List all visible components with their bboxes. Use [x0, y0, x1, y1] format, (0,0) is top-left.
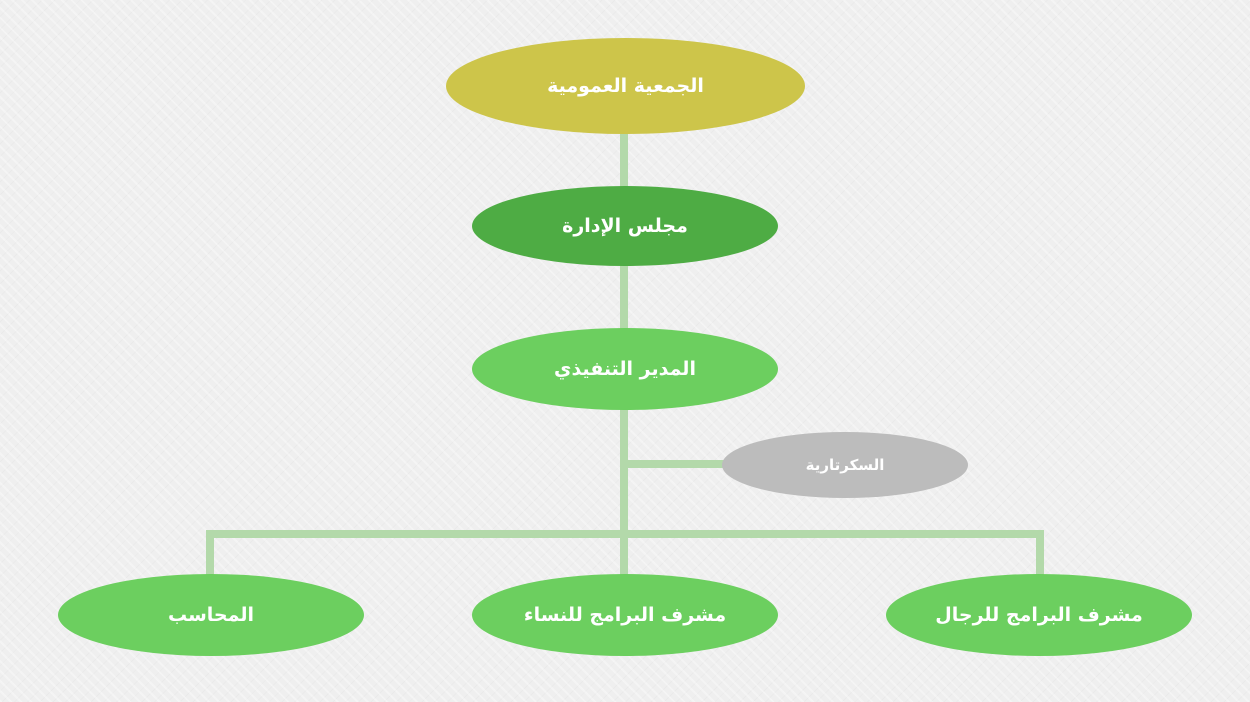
connector-to-accountant [206, 530, 214, 578]
connector-director-trunk [620, 406, 628, 592]
connector-assembly-board [620, 130, 628, 195]
node-label: المدير التنفيذي [554, 358, 696, 380]
node-executive-director: المدير التنفيذي [472, 328, 778, 410]
node-general-assembly: الجمعية العمومية [446, 38, 805, 134]
node-label: مشرف البرامج للرجال [935, 604, 1143, 626]
connector-to-men-supervisor [1036, 530, 1044, 578]
node-label: الجمعية العمومية [547, 75, 704, 97]
node-men-programs-supervisor: مشرف البرامج للرجال [886, 574, 1192, 656]
node-label: السكرتارية [805, 456, 885, 474]
connector-horizontal-bar [206, 530, 1044, 538]
node-women-programs-supervisor: مشرف البرامج للنساء [472, 574, 778, 656]
node-accountant: المحاسب [58, 574, 364, 656]
node-label: المحاسب [167, 604, 254, 626]
connector-board-director [620, 262, 628, 340]
node-label: مجلس الإدارة [562, 215, 688, 237]
node-board-of-directors: مجلس الإدارة [472, 186, 778, 266]
connector-secretariat-branch [624, 460, 728, 468]
node-secretariat: السكرتارية [722, 432, 968, 498]
node-label: مشرف البرامج للنساء [523, 604, 727, 626]
